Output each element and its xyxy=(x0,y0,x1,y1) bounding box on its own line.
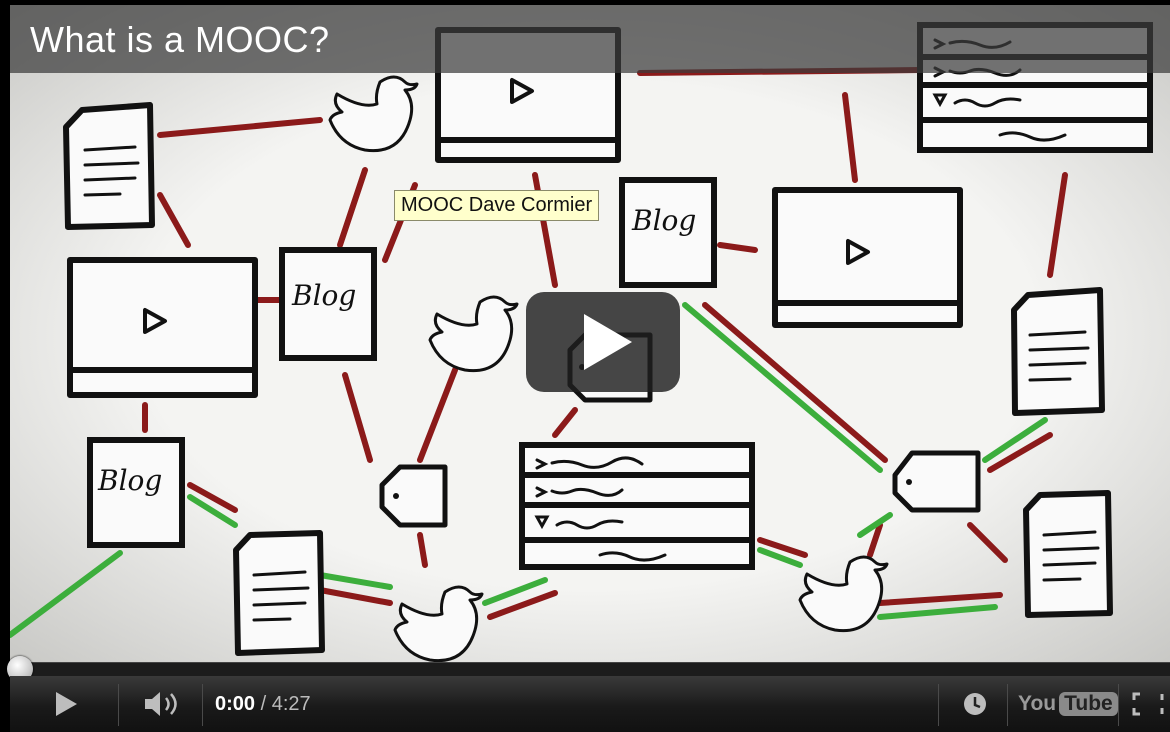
blog-label-1: Blog xyxy=(291,279,356,312)
separator xyxy=(1007,684,1008,726)
clock-icon xyxy=(964,693,986,715)
play-button[interactable] xyxy=(30,676,100,732)
current-time: 0:00 xyxy=(215,693,256,715)
volume-icon xyxy=(145,692,177,716)
progress-bar[interactable] xyxy=(10,662,1170,677)
big-play-button[interactable] xyxy=(526,292,680,392)
separator xyxy=(202,684,203,726)
youtube-logo-you: You xyxy=(1018,692,1057,715)
time-display: 0:00 / 4:27 xyxy=(215,676,311,732)
fullscreen-button[interactable] xyxy=(1125,676,1170,732)
play-icon xyxy=(56,692,77,716)
video-frame[interactable]: Blog Blog Blog xyxy=(10,5,1170,665)
separator xyxy=(1118,684,1119,726)
blog-label-2: Blog xyxy=(631,204,696,237)
blog-label-3: Blog xyxy=(97,464,162,497)
youtube-logo-tube: Tube xyxy=(1059,692,1118,716)
time-separator: / xyxy=(255,693,272,715)
separator xyxy=(938,684,939,726)
title-bar: What is a MOOC? xyxy=(10,5,1170,73)
separator xyxy=(118,684,119,726)
volume-button[interactable] xyxy=(132,676,194,732)
watch-later-button[interactable] xyxy=(950,676,1000,732)
tooltip: MOOC Dave Cormier xyxy=(394,190,600,221)
big-play-icon xyxy=(584,314,632,370)
video-title[interactable]: What is a MOOC? xyxy=(30,19,330,60)
whiteboard-sketch: Blog Blog Blog xyxy=(10,5,1170,665)
duration: 4:27 xyxy=(271,693,311,715)
fullscreen-icon xyxy=(1132,692,1163,716)
